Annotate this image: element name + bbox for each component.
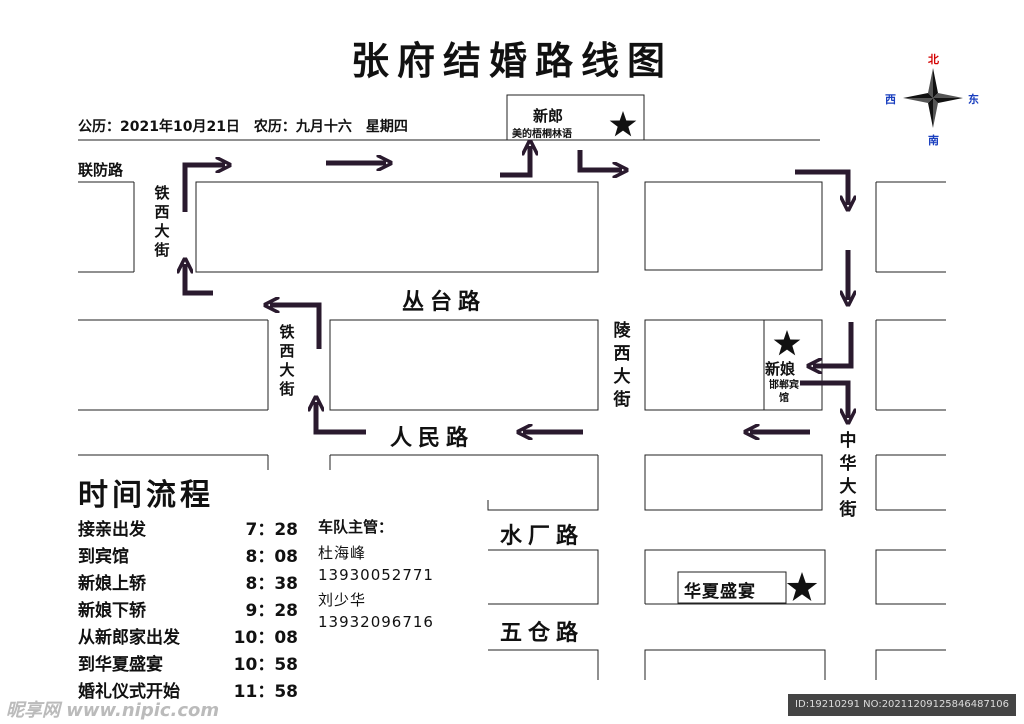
groom-box bbox=[506, 94, 645, 141]
compass-north-label: 北 bbox=[928, 53, 939, 66]
bride-place: 邯郸宾馆 bbox=[769, 380, 799, 404]
road-wucang: 五仓路 bbox=[500, 621, 585, 646]
route-arrow bbox=[185, 264, 213, 296]
timeline-row: 婚礼仪式开始 11：58 bbox=[78, 677, 298, 702]
road-congtai: 丛台路 bbox=[402, 290, 487, 315]
compass-west-label: 西 bbox=[885, 93, 896, 106]
timeline-event: 从新郎家出发 bbox=[78, 628, 180, 648]
watermark-left: 昵享网 www.nipic.com bbox=[6, 700, 220, 721]
timeline-event: 新娘下轿 bbox=[78, 601, 146, 621]
timeline-time: 7：28 bbox=[245, 520, 299, 540]
groom-place: 美的梧桐林语 bbox=[512, 129, 572, 140]
timeline-row: 从新郎家出发 10：08 bbox=[78, 623, 298, 648]
timeline-time: 8：38 bbox=[245, 574, 299, 594]
watermark-right: ID:19210291 NO:20211209125846487106 bbox=[788, 694, 1016, 716]
timeline-event: 到宾馆 bbox=[78, 547, 129, 567]
road-shuichang: 水厂路 bbox=[500, 524, 585, 549]
route-arrow bbox=[577, 150, 622, 170]
fleet-manager-phone: 13930052771 bbox=[318, 566, 434, 584]
timeline-time: 11：58 bbox=[233, 682, 298, 702]
timeline-event: 接亲出发 bbox=[78, 520, 146, 540]
road-zhonghua: 中华大街 bbox=[839, 431, 857, 520]
road-lianfang: 联防路 bbox=[78, 161, 124, 179]
fleet-manager-name: 杜海峰 bbox=[318, 544, 367, 562]
timeline-time: 8：08 bbox=[245, 547, 299, 567]
route-arrow bbox=[500, 146, 530, 178]
timeline-time: 10：58 bbox=[233, 655, 298, 675]
timeline-row: 到华夏盛宴 10：58 bbox=[78, 650, 298, 675]
fleet-manager-phone: 13932096716 bbox=[318, 613, 434, 631]
venue-box bbox=[677, 571, 787, 604]
timeline-time: 9：28 bbox=[245, 601, 299, 621]
route-arrow bbox=[813, 322, 854, 366]
road-tiexi-south: 铁西大街 bbox=[279, 323, 295, 398]
compass-icon bbox=[903, 68, 963, 128]
timeline-row: 到宾馆 8：08 bbox=[78, 542, 298, 567]
timeline-event: 婚礼仪式开始 bbox=[78, 682, 180, 702]
venue-star-icon bbox=[786, 572, 818, 601]
road-renmin: 人民路 bbox=[390, 426, 475, 451]
timeline-time: 10：08 bbox=[233, 628, 298, 648]
route-arrow bbox=[316, 402, 366, 435]
date-line: 公历：2021年10月21日 农历：九月十六 星期四 bbox=[78, 119, 408, 135]
bride-label: 新娘 bbox=[765, 360, 796, 378]
compass-south-label: 南 bbox=[928, 134, 939, 147]
route-arrow bbox=[270, 305, 322, 349]
road-lines bbox=[78, 94, 946, 680]
timeline-event: 新娘上轿 bbox=[78, 574, 146, 594]
route-arrows bbox=[185, 146, 851, 432]
timeline-row: 新娘上轿 8：38 bbox=[78, 569, 298, 594]
groom-label: 新郎 bbox=[533, 107, 564, 125]
timeline-row: 新娘下轿 9：28 bbox=[78, 596, 298, 621]
compass-east-label: 东 bbox=[968, 93, 979, 106]
timeline-row: 接亲出发 7：28 bbox=[78, 515, 298, 540]
route-arrow bbox=[800, 380, 848, 418]
fleet-manager-name: 刘少华 bbox=[318, 591, 367, 609]
venue-label: 华夏盛宴 bbox=[684, 582, 756, 602]
timeline-event: 到华夏盛宴 bbox=[78, 655, 163, 675]
route-arrow bbox=[795, 169, 848, 205]
road-tiexi-north: 铁西大街 bbox=[154, 184, 170, 259]
fleet-label: 车队主管： bbox=[318, 518, 394, 536]
page-title: 张府结婚路线图 bbox=[350, 39, 673, 83]
groom-star-icon bbox=[609, 111, 637, 137]
route-arrow bbox=[182, 165, 225, 212]
bride-star-icon bbox=[773, 330, 801, 356]
road-lingxi: 陵西大街 bbox=[613, 321, 631, 410]
timeline-title: 时间流程 bbox=[78, 478, 214, 513]
